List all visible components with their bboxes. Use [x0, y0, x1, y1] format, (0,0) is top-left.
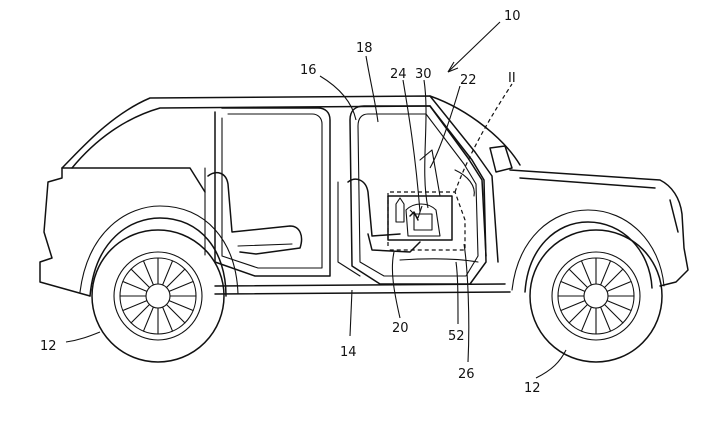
rear-wheel-spoke [162, 260, 174, 286]
label-II: II [508, 71, 516, 86]
rear-wheel-spoke [168, 300, 194, 312]
label-16: 16 [300, 63, 317, 78]
label-26: 26 [458, 367, 475, 382]
front-door-opening [337, 105, 487, 285]
label-30: 30 [415, 67, 432, 82]
label-12-rear: 12 [40, 339, 57, 354]
label-24: 24 [390, 67, 407, 82]
front-wheel-spoke [560, 300, 586, 312]
front-wheel-spoke [606, 300, 632, 312]
front-wheel-spoke [580, 260, 592, 286]
front-wheel-spoke [600, 306, 612, 332]
rear-wheel-spoke [130, 268, 151, 289]
rear-wheel-spoke [162, 306, 174, 332]
front-wheel-spoke [560, 280, 586, 292]
rear-wheel-spoke [168, 280, 194, 292]
label-52: 52 [448, 329, 465, 344]
front-wheel-spoke [568, 303, 589, 324]
vehicle-body [39, 95, 689, 297]
front-wheel-spoke [580, 306, 592, 332]
section-outline [387, 83, 513, 251]
reference-numerals: 10 II 18 16 24 30 22 12 12 14 20 52 26 [40, 9, 541, 396]
rear-wheel-spoke [130, 303, 151, 324]
rear-wheel-spoke [165, 268, 186, 289]
front-wheel-spoke [568, 268, 589, 289]
rear-wheel-spoke [122, 280, 148, 292]
rear-wheel-spoke [142, 260, 154, 286]
label-18: 18 [356, 41, 373, 56]
rear-wheel-spoke [142, 306, 154, 332]
label-10: 10 [504, 9, 521, 24]
label-14: 14 [340, 345, 357, 360]
front-wheel-spoke [603, 268, 624, 289]
rear-door-opening [204, 107, 331, 277]
label-22: 22 [460, 73, 477, 88]
leader-lines [65, 21, 567, 379]
front-wheel-spoke [606, 280, 632, 292]
front-wheel [529, 229, 663, 363]
rear-wheel [91, 229, 225, 363]
label-20: 20 [392, 321, 409, 336]
rear-wheel-spoke [165, 303, 186, 324]
rear-wheel-spoke [122, 300, 148, 312]
front-wheel-spoke [603, 303, 624, 324]
label-12-front: 12 [524, 381, 541, 396]
front-wheel-spoke [600, 260, 612, 286]
